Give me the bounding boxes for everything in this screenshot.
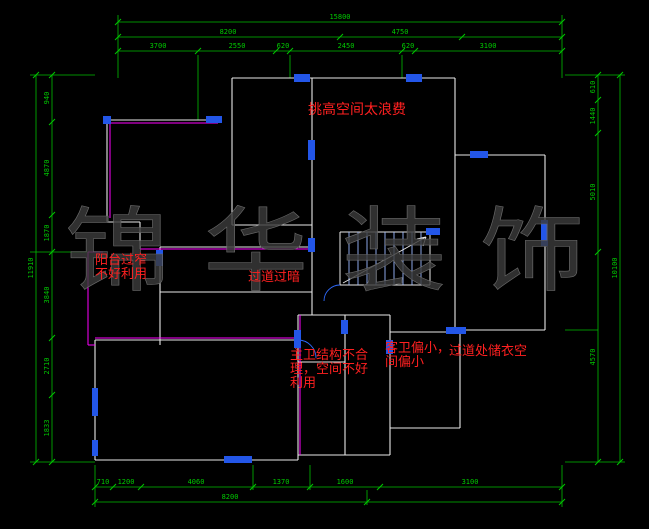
dimension-lines [30,15,625,507]
window-marker [103,116,111,124]
window-marker [92,440,98,456]
window-markers [92,74,548,463]
dim-bottom: 3100 [462,478,479,486]
window-marker [541,220,548,246]
dim-right: 610 [589,81,597,94]
dim-bottom: 710 [97,478,110,486]
review-annotations: 挑高空间太浪费 阳台过窄 不好利用 过道过暗 主卫结构不合 理，空间不好 利用 … [95,101,527,391]
window-marker [308,140,315,160]
window-marker [92,388,98,416]
dim-left: 1870 [43,225,51,242]
window-marker [470,151,488,158]
window-marker [446,327,466,334]
annotation-master-bath-line3: 利用 [290,376,316,391]
dim-right-total: 10100 [611,257,619,278]
wall-bottom-left-room [94,339,298,461]
dim-left: 1833 [43,420,51,437]
window-marker [386,340,393,354]
annotation-guest-bath-line1: 客卫偏小， [385,340,450,356]
window-marker [206,116,222,123]
annotation-master-bath-line1: 主卫结构不合 [290,348,368,363]
stair-treads [348,232,422,285]
stair-direction-arrow [342,236,427,284]
annotation-closet: 过道处储衣空 [449,343,527,359]
dim-left-total: 11910 [27,257,35,278]
window-marker [426,228,440,235]
dim-top: 620 [402,42,415,50]
window-marker [294,74,310,82]
walls [94,77,546,461]
dim-bottom: 4060 [188,478,205,486]
annotation-corridor: 过道过暗 [248,270,300,285]
dimension-labels: 15800 8200 4750 3700 2550 620 2450 620 3… [27,13,619,501]
window-marker [294,330,301,348]
railings-magenta [87,122,308,455]
dim-top: 2550 [229,42,246,50]
annotation-loft: 挑高空间太浪费 [308,101,406,118]
dim-top: 8200 [220,28,237,36]
annotation-balcony-line1: 阳台过窄 [95,252,147,268]
dim-left: 4870 [43,160,51,177]
watermark-text: 锦 华 装 饰 [65,198,585,305]
dim-left: 940 [43,92,51,105]
dim-top: 3100 [480,42,497,50]
dim-right: 5010 [589,184,597,201]
dim-top: 620 [277,42,290,50]
window-marker [308,238,315,252]
stairs [339,231,431,286]
annotation-guest-bath-line2: 间偏小 [385,355,424,370]
dim-bottom-total: 8200 [222,493,239,501]
dim-top: 2450 [338,42,355,50]
door-arc [323,284,341,302]
dim-bottom: 1600 [337,478,354,486]
annotation-master-bath-line2: 理，空间不好 [290,362,368,377]
dim-top-total: 15800 [329,13,350,21]
window-marker [156,250,163,266]
window-marker [341,320,348,334]
wall-upper-left-balcony [106,119,222,249]
dim-left: 2710 [43,358,51,375]
dim-bottom: 1370 [273,478,290,486]
window-marker [224,456,252,463]
wall-corridor [159,246,313,345]
annotation-balcony-line2: 不好利用 [95,267,147,282]
dim-top: 4750 [392,28,409,36]
dim-left: 3840 [43,287,51,304]
window-marker [406,74,422,82]
dim-right: 4570 [589,349,597,366]
dim-right: 1440 [589,108,597,125]
dim-bottom: 1200 [118,478,135,486]
dim-top: 3700 [150,42,167,50]
wall-bathrooms [297,314,391,460]
wall-upper-main [231,77,455,247]
